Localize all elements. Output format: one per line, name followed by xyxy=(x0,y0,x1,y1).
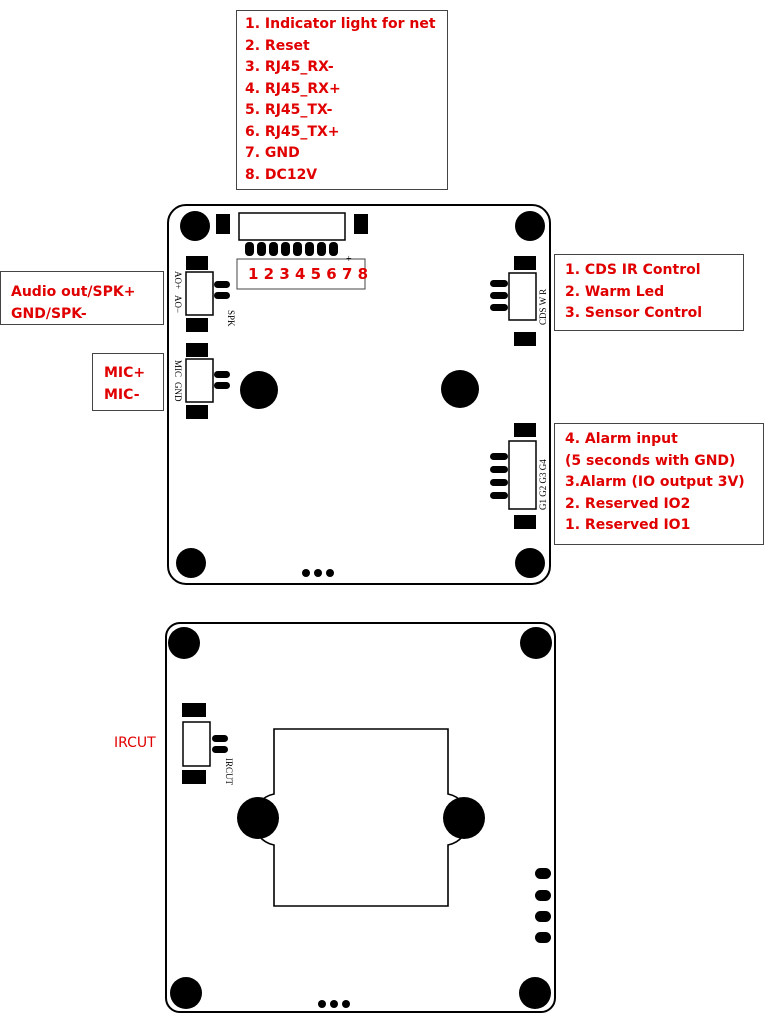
lens-mount-hole-right xyxy=(443,797,485,839)
ir-legend-line: 1. CDS IR Control xyxy=(565,262,701,278)
mic-legend-line: MIC+ xyxy=(104,365,146,381)
audio-legend-line: GND/SPK- xyxy=(11,305,87,322)
mic-legend-box: MIC+ MIC- xyxy=(92,353,164,411)
audio-connector xyxy=(185,256,230,332)
silk-plus: + xyxy=(346,254,352,265)
net-legend-line: 4. RJ45_RX+ xyxy=(245,80,341,97)
silk-ircut: IRCUT xyxy=(224,758,234,786)
mount-hole-bottom-right xyxy=(519,977,551,1009)
bottom-board-outline xyxy=(165,622,556,1013)
mic-connector xyxy=(185,343,230,419)
ir-legend-box: 1. CDS IR Control 2. Warm Led 3. Sensor … xyxy=(554,254,744,331)
silk-ao-minus: AO− xyxy=(173,295,183,313)
bottom-dot xyxy=(318,1000,326,1008)
top-board-outline xyxy=(167,204,551,585)
net-legend-line: 5. RJ45_TX- xyxy=(245,102,333,118)
bottom-dot xyxy=(342,1000,350,1008)
alarm-legend-line: 4. Alarm input xyxy=(565,431,678,447)
lens-mount-hole-left xyxy=(237,797,279,839)
mount-hole-top-left xyxy=(180,211,210,241)
audio-legend-line: Audio out/SPK+ xyxy=(11,284,136,300)
alarm-legend-line: 2. Reserved IO2 xyxy=(565,495,691,512)
pin-numbers: 1 2 3 4 5 6 7 8 xyxy=(248,265,369,283)
ircut-label: IRCUT xyxy=(114,735,156,751)
bottom-dot xyxy=(326,569,334,577)
net-legend-line: 7. GND xyxy=(245,145,300,161)
mount-hole-bottom-left xyxy=(176,548,206,578)
silk-mic: MIC xyxy=(173,360,183,377)
mount-hole-bottom-right xyxy=(515,548,545,578)
lens-hole-right xyxy=(441,370,479,408)
net-legend-line: 8. DC12V xyxy=(245,166,318,183)
silk-g-labels: G1 G2 G3 G4 xyxy=(538,459,548,510)
ir-legend-line: 3. Sensor Control xyxy=(565,305,703,321)
mic-legend-line: MIC- xyxy=(104,386,140,403)
net-legend-box: 1. Indicator light for net 2. Reset 3. R… xyxy=(236,10,448,190)
ir-connector xyxy=(490,256,537,346)
mount-hole-top-right xyxy=(515,211,545,241)
bottom-dot xyxy=(314,569,322,577)
alarm-legend-line: 1. Reserved IO1 xyxy=(565,517,691,533)
audio-legend-box: Audio out/SPK+ GND/SPK- xyxy=(0,271,164,325)
lens-hole-left xyxy=(240,371,278,409)
bottom-dot xyxy=(302,569,310,577)
silk-ao-plus: AO+ xyxy=(173,271,183,289)
bottom-dot xyxy=(330,1000,338,1008)
net-legend-line: 1. Indicator light for net xyxy=(245,16,436,32)
silk-cds-w-r: CDS W R xyxy=(538,289,548,325)
top-board: + AO+ AO− SPK MIC GND CDS W R G1 G2 G3 G… xyxy=(167,204,551,585)
silk-spk: SPK xyxy=(226,310,236,327)
alarm-legend-box: 4. Alarm input (5 seconds with GND) 3.Al… xyxy=(554,423,764,545)
net-legend-line: 3. RJ45_RX- xyxy=(245,59,334,75)
side-pads xyxy=(535,868,551,943)
bottom-board: IRCUT xyxy=(165,622,556,1013)
net-legend-line: 6. RJ45_TX+ xyxy=(245,123,340,140)
ir-legend-line: 2. Warm Led xyxy=(565,283,665,300)
mount-hole-top-left xyxy=(168,627,200,659)
ircut-connector xyxy=(182,703,228,784)
net-connector xyxy=(216,212,368,256)
net-legend-line: 2. Reset xyxy=(245,37,310,54)
lens-mount-outline xyxy=(252,728,470,907)
mount-hole-top-right xyxy=(520,627,552,659)
silk-gnd: GND xyxy=(173,382,183,402)
alarm-legend-line: 3.Alarm (IO output 3V) xyxy=(565,474,745,490)
mount-hole-bottom-left xyxy=(170,977,202,1009)
alarm-legend-line: (5 seconds with GND) xyxy=(565,452,736,469)
pin-number-box xyxy=(236,258,366,290)
alarm-connector xyxy=(490,423,537,529)
